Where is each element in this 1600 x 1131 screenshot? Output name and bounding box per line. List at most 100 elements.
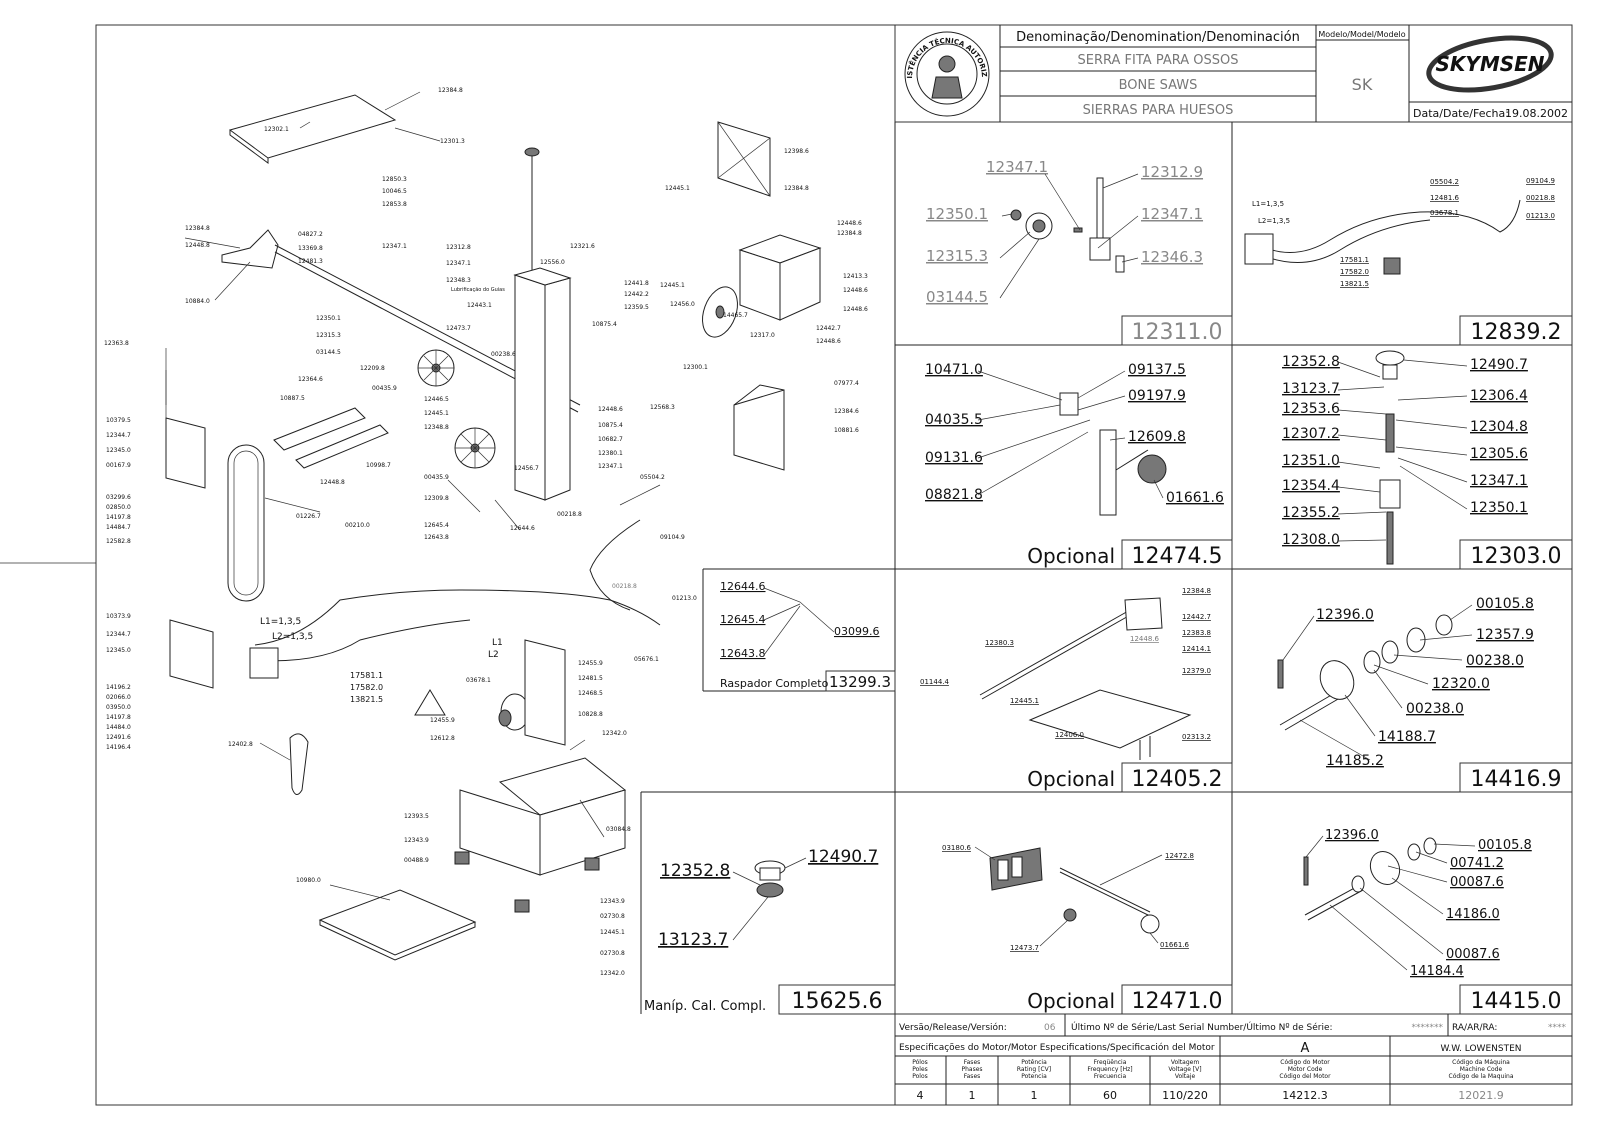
part-label: 12354.4 [1282, 478, 1340, 494]
part-label: 03678.1 [1430, 209, 1459, 217]
part-label: 00087.6 [1446, 947, 1500, 962]
part-label: 12490.7 [808, 847, 878, 867]
part-label: 12396.0 [1325, 828, 1379, 843]
part-label: 12364.6 [298, 376, 323, 383]
part-label: 02066.0 [106, 694, 131, 701]
svg-text:Potência: Potência [1021, 1059, 1047, 1066]
part-label: 12315.3 [316, 332, 341, 339]
part-label: 12351.0 [1282, 453, 1340, 469]
part-label: 01661.6 [1166, 490, 1224, 506]
part-label: 13123.7 [1282, 381, 1340, 397]
part-label: 12342.0 [602, 730, 627, 737]
part-label: 12448.6 [843, 287, 868, 294]
panel-code: 12839.2 [1471, 320, 1562, 345]
panel-code: 14416.9 [1471, 767, 1562, 792]
part-label: L2 [488, 650, 499, 660]
part-label: 14197.8 [106, 714, 131, 721]
date-value: 19.08.2002 [1505, 107, 1568, 120]
part-label: 12456.7 [514, 465, 539, 472]
part-label: 12347.1 [446, 260, 471, 267]
part-label: 04827.2 [298, 231, 323, 238]
part-label: 00435.9 [372, 385, 397, 392]
part-label: 02850.0 [106, 504, 131, 511]
part-label: 12446.5 [424, 396, 449, 403]
part-label: 03084.8 [606, 826, 631, 833]
part-label: 00238.0 [1406, 701, 1464, 717]
panel-grid [640, 122, 1572, 1014]
part-label: 12344.7 [106, 432, 131, 439]
part-label: 13821.5 [350, 695, 383, 704]
part-label: 12347.1 [598, 463, 623, 470]
part-label: 00741.2 [1450, 856, 1504, 871]
title-block: ASSISTÊNCIA TÉCNICA AUTORIZADA Denominaç… [0, 0, 1573, 123]
part-label: 17581.1 [350, 671, 383, 680]
part-label: 12380.3 [985, 639, 1014, 647]
main-exploded-view [165, 91, 822, 961]
arm-bracket [221, 229, 279, 269]
svg-text:Potencia: Potencia [1021, 1073, 1047, 1080]
part-label: 14196.2 [106, 684, 131, 691]
svg-text:Fases: Fases [964, 1059, 981, 1066]
part-label: 09137.5 [1128, 362, 1186, 378]
part-label: 12379.0 [1182, 667, 1211, 675]
part-label: 09197.9 [1128, 388, 1186, 404]
spec-values: 4 1 1 60 110/220 14212.3 12021.9 [917, 1089, 1504, 1102]
machine-code-value: 12021.9 [1458, 1089, 1504, 1102]
svg-text:Phases: Phases [961, 1066, 982, 1073]
part-label: 14188.7 [1378, 729, 1436, 745]
part-label: 12490.7 [1470, 357, 1528, 373]
svg-text:Frequency [Hz]: Frequency [Hz] [1087, 1066, 1132, 1073]
part-label: 10471.0 [925, 362, 983, 378]
motor-code-value: 14212.3 [1282, 1089, 1328, 1102]
part-label: L2=1,3,5 [272, 632, 313, 642]
part-label: 10682.7 [598, 436, 623, 443]
part-label: 12347.1 [382, 243, 407, 250]
motor-spec-label: Especificações do Motor/Motor Especifica… [899, 1042, 1215, 1053]
part-label: 12300.1 [683, 364, 708, 371]
part-label: 12853.8 [382, 201, 407, 208]
part-label: 12473.7 [1010, 944, 1039, 952]
part-label: 17582.0 [350, 683, 383, 692]
model-header: Modelo/Model/Modelo [1318, 30, 1405, 39]
part-label: 13369.8 [298, 245, 323, 252]
part-label: 12302.1 [264, 126, 289, 133]
side-guard [733, 389, 785, 471]
svg-text:Polos: Polos [912, 1073, 928, 1080]
part-label: 12309.8 [424, 495, 449, 502]
model-value: SK [1352, 75, 1373, 94]
part-label: 00105.8 [1478, 838, 1532, 853]
svg-text:Voltagem: Voltagem [1171, 1059, 1200, 1066]
authorized-service-seal: ASSISTÊNCIA TÉCNICA AUTORIZADA [0, 0, 990, 117]
panel-caption: Raspador Completo [720, 677, 829, 690]
upper-wheel [417, 349, 455, 387]
part-label: 12352.8 [660, 861, 730, 881]
frequency-value: 60 [1103, 1089, 1117, 1102]
part-label: 12612.8 [430, 735, 455, 742]
part-label: 12343.9 [600, 898, 625, 905]
part-label: 12347.1 [1470, 473, 1528, 489]
base-plate [318, 889, 477, 956]
panel-12311: 12311.0 12347.1 12312.9 12350.1 12347.1 … [926, 158, 1233, 346]
part-label: 17581.1 [1340, 256, 1369, 264]
poles-value: 4 [917, 1089, 924, 1102]
part-label: 12345.0 [106, 647, 131, 654]
part-label: 12348.8 [424, 424, 449, 431]
brand-name: SKYMSEN [1435, 52, 1544, 76]
part-label: 14196.4 [106, 744, 131, 751]
part-label: 12468.5 [578, 690, 603, 697]
part-label: 14186.0 [1446, 907, 1500, 922]
part-label: 12456.0 [670, 301, 695, 308]
date-label: Data/Date/Fecha: [1413, 107, 1509, 120]
part-label: 10887.5 [280, 395, 305, 402]
part-label: 12357.9 [1476, 627, 1534, 643]
part-label: L1=1,3,5 [260, 617, 301, 627]
denomination-header: Denominação/Denomination/Denominación [1016, 30, 1300, 45]
part-label: 12448.6 [837, 220, 862, 227]
part-label: 05504.2 [640, 474, 665, 481]
phases-value: 1 [969, 1089, 976, 1102]
version-value: 06 [1044, 1023, 1056, 1033]
part-label: 14197.8 [106, 514, 131, 521]
part-label: 14185.2 [1326, 753, 1384, 769]
part-label: 12643.8 [720, 647, 766, 660]
part-label: L1 [492, 638, 503, 648]
